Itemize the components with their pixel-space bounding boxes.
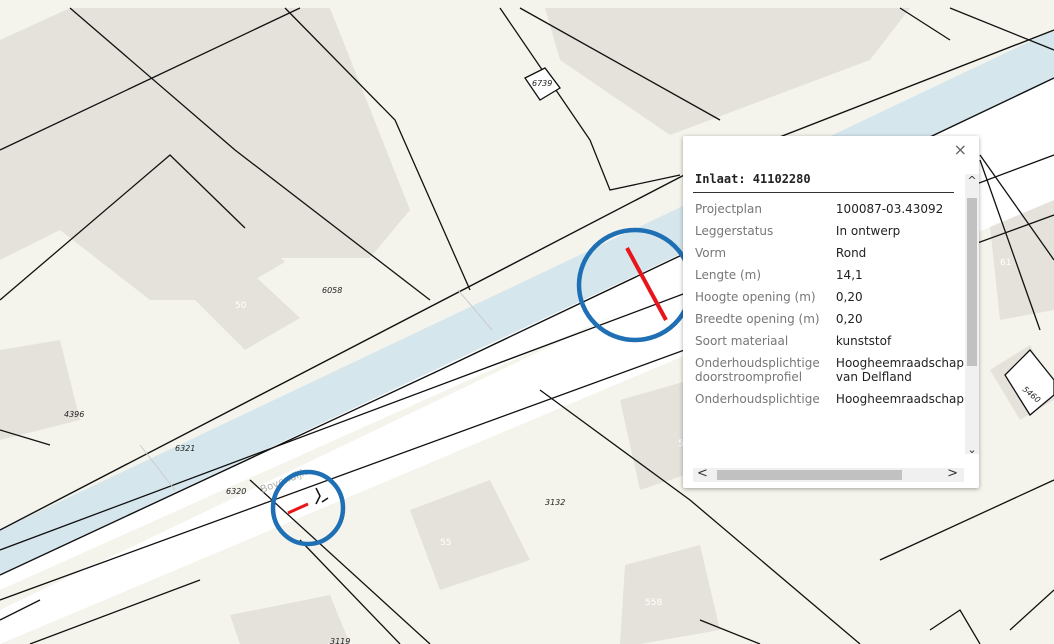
table-row: Hoogte opening (m) 0,20 — [693, 287, 964, 309]
attribute-value: kunststof — [835, 334, 892, 348]
attribute-key: Leggerstatus — [695, 224, 774, 238]
attribute-key: Lengte (m) — [695, 268, 762, 282]
attribute-key: Soort materiaal — [695, 334, 789, 348]
house-number: 5 — [678, 439, 684, 449]
attribute-key: Hoogte opening (m) — [695, 290, 816, 304]
parcel-label: 3119 — [330, 637, 350, 644]
house-number: 558 — [645, 598, 662, 608]
scroll-thumb[interactable] — [967, 198, 977, 366]
culvert-symbol — [315, 487, 329, 505]
parcel-label: 6058 — [322, 286, 342, 295]
attribute-key: Onderhoudsplichtige doorstroomprofiel — [695, 356, 820, 384]
attribute-value: 0,20 — [835, 290, 863, 304]
table-row: Lengte (m) 14,1 — [693, 265, 964, 287]
attribute-key: Vorm — [695, 246, 727, 260]
vertical-scrollbar[interactable]: ^ ⌄ — [965, 174, 979, 456]
table-row: Vorm Rond — [693, 243, 964, 265]
inlaat-line[interactable] — [287, 502, 309, 515]
parcel-label: 6321 — [175, 444, 195, 453]
attribute-value: 14,1 — [835, 268, 863, 282]
close-icon[interactable]: × — [953, 140, 967, 159]
buildings — [0, 8, 1054, 644]
attribute-value: Hoogheemraadschap — [835, 392, 964, 406]
attribute-key: Breedte opening (m) — [695, 312, 820, 326]
highlight-circle — [270, 469, 346, 547]
parcel-label: 6739 — [532, 79, 552, 88]
attribute-value: Hoogheemraadschap van Delfland — [835, 356, 964, 384]
scroll-right-icon[interactable]: > — [947, 466, 958, 481]
scroll-left-icon[interactable]: < — [697, 466, 708, 481]
scroll-thumb[interactable] — [717, 470, 902, 480]
house-number: 50 — [235, 301, 247, 311]
table-row: Leggerstatus In ontwerp — [693, 221, 964, 243]
horizontal-scrollbar[interactable]: < > — [693, 466, 964, 482]
building-5460 — [1004, 349, 1054, 416]
popup-content[interactable]: Inlaat: 41102280 Projectplan 100087-03.4… — [693, 160, 964, 474]
scroll-down-icon[interactable]: ⌄ — [967, 443, 977, 456]
attribute-value: In ontwerp — [835, 224, 901, 238]
table-row: Onderhoudsplichtige Hoogheemraadschap — [693, 389, 964, 411]
attribute-value: 100087-03.43092 — [835, 202, 944, 216]
attribute-value: Rond — [835, 246, 867, 260]
popup-title: Inlaat: 41102280 — [693, 160, 954, 193]
building-6739 — [524, 67, 561, 101]
attribute-key: Projectplan — [695, 202, 762, 216]
table-row: Soort materiaal kunststof — [693, 331, 964, 353]
house-number: 61 — [1000, 258, 1011, 268]
selected-inlaat-line[interactable] — [625, 247, 668, 321]
attribute-key: Onderhoudsplichtige — [695, 392, 820, 406]
parcel-label: 4396 — [64, 410, 84, 419]
crossings — [139, 289, 493, 491]
table-row: Onderhoudsplichtige doorstroomprofiel Ho… — [693, 353, 964, 389]
scroll-up-icon[interactable]: ^ — [967, 174, 977, 187]
attribute-value: 0,20 — [835, 312, 863, 326]
table-row: Breedte opening (m) 0,20 — [693, 309, 964, 331]
feature-popup: × Inlaat: 41102280 Projectplan 100087-03… — [683, 136, 979, 488]
parcel-label: 6320 — [226, 487, 246, 496]
house-number: 55 — [440, 538, 451, 548]
parcel-label: 3132 — [545, 498, 565, 507]
attribute-table: Projectplan 100087-03.43092 Leggerstatus… — [693, 199, 964, 411]
table-row: Projectplan 100087-03.43092 — [693, 199, 964, 221]
